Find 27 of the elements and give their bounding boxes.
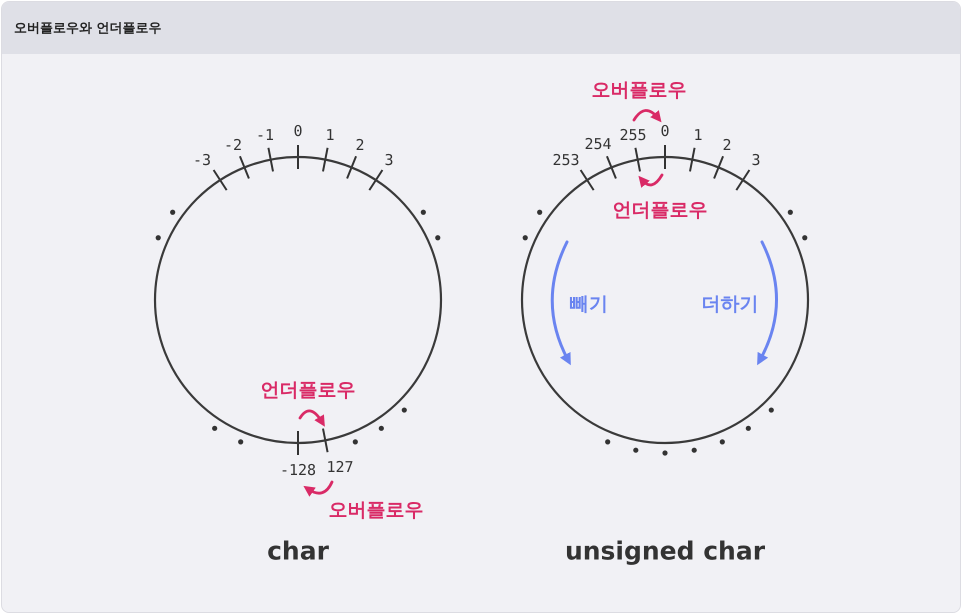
tick-label: 3 [751,151,761,169]
tick-label: -2 [224,136,242,154]
dial-circle [520,155,810,445]
flow-label: 언더플로우 [260,378,356,403]
tick-label: 255 [619,126,647,144]
tick-label: 3 [384,151,394,169]
operation-label: 빼기 [570,292,608,317]
flow-label: 오버플로우 [592,78,686,103]
title: 오버플로우와 언더플로우 [14,20,162,37]
tick-label: -3 [192,151,212,169]
tick-label: 0 [660,122,670,140]
tick-label: 254 [584,135,612,153]
tick-label: -128 [280,461,316,479]
tick-label: 2 [722,136,732,154]
node-label: char [267,536,329,566]
tick-label: 253 [552,151,580,169]
flow-label: 언더플로우 [612,198,708,223]
dial-circle [153,155,443,445]
tick-label: 2 [355,136,365,154]
tick-label: 0 [293,122,303,140]
tick-label: 1 [693,126,703,144]
tick-label: 1 [325,126,335,144]
node-label: unsigned char [564,536,766,566]
tick-label: 127 [326,458,354,476]
tick-label: -1 [256,126,274,144]
operation-label: 더하기 [702,292,758,317]
flow-label: 오버플로우 [328,498,424,523]
